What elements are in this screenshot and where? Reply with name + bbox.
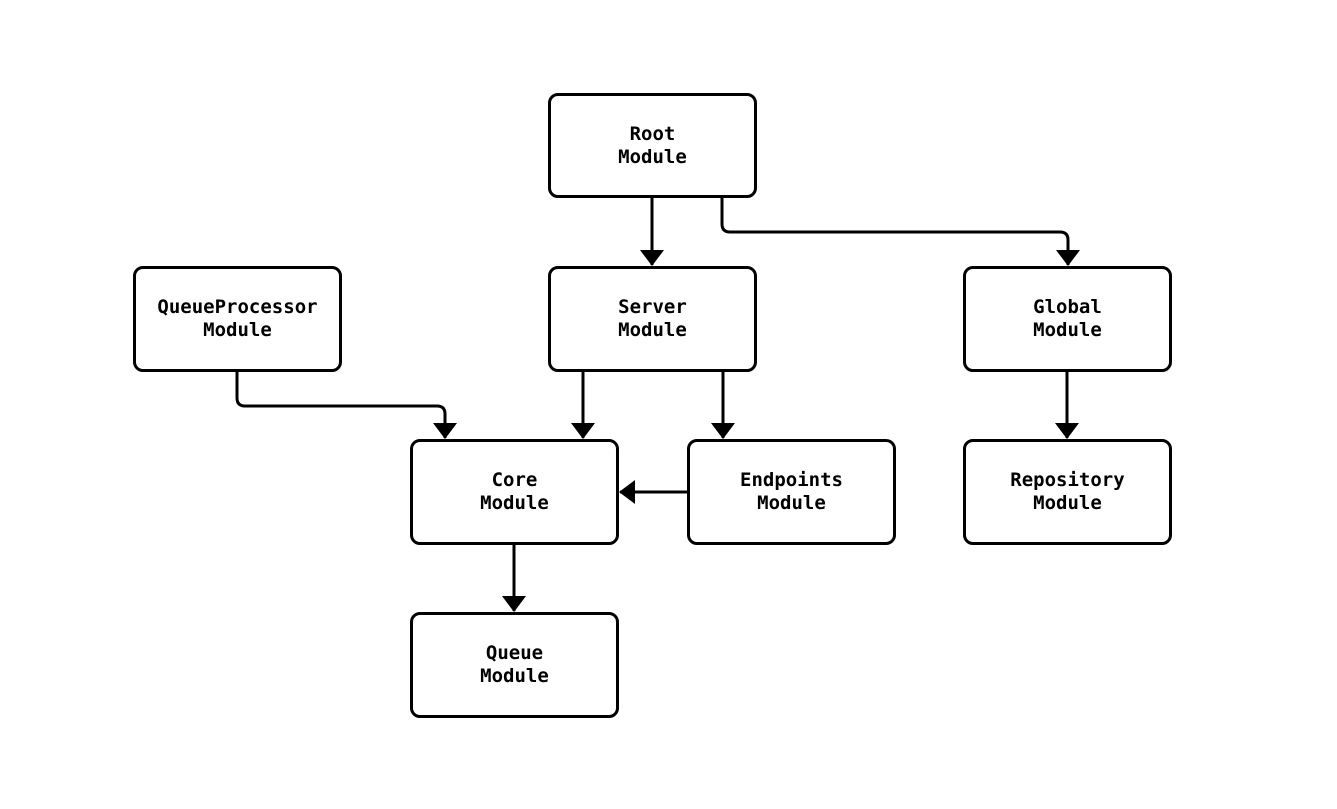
node-queueprocessor-module-label: QueueProcessor Module [157, 296, 318, 341]
node-endpoints-module: Endpoints Module [687, 439, 896, 545]
node-queue-module-label: Queue Module [480, 642, 549, 687]
node-repository-module: Repository Module [963, 439, 1172, 545]
edge-queueprocessor-to-core [235, 372, 457, 439]
node-endpoints-module-label: Endpoints Module [740, 469, 843, 514]
node-global-module-label: Global Module [1033, 296, 1102, 341]
node-root-module: Root Module [548, 93, 757, 198]
node-queueprocessor-module: QueueProcessor Module [133, 266, 342, 372]
node-root-module-label: Root Module [618, 122, 687, 168]
edge-root-to-global [720, 198, 1080, 266]
node-queue-module: Queue Module [410, 612, 619, 718]
node-repository-module-label: Repository Module [1010, 469, 1125, 514]
node-core-module: Core Module [410, 439, 619, 545]
node-server-module: Server Module [548, 266, 757, 372]
node-core-module-label: Core Module [480, 469, 549, 514]
node-global-module: Global Module [963, 266, 1172, 372]
node-server-module-label: Server Module [618, 296, 687, 341]
